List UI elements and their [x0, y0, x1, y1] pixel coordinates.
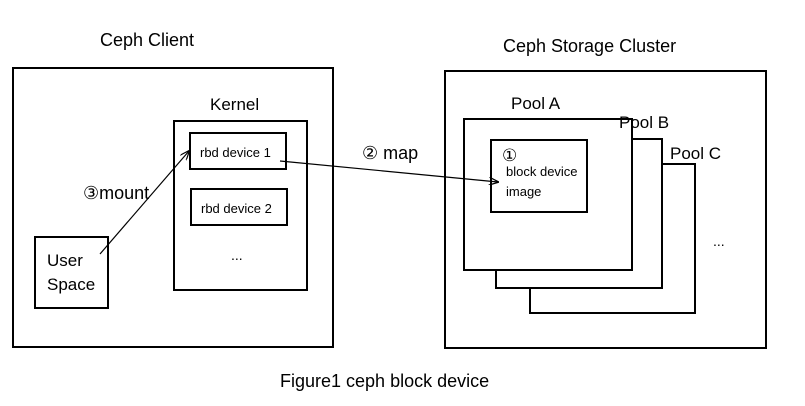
user-space-line2: Space: [47, 275, 96, 294]
step-mount-label: ③mount: [83, 183, 150, 203]
kernel-more-ellipsis: ...: [231, 247, 243, 263]
cluster-more-ellipsis: ...: [713, 233, 725, 249]
pool-b-label: Pool B: [619, 113, 670, 132]
step-map-label: ② map: [362, 143, 419, 163]
user-space-line1: User: [47, 251, 83, 270]
rbd-device-2-box: rbd device 2: [190, 188, 288, 226]
block-device-image-line2: image: [506, 184, 542, 199]
rbd-device-2-label: rbd device 2: [201, 201, 272, 216]
rbd-device-1-label: rbd device 1: [200, 145, 271, 160]
rbd-device-1-box: rbd device 1: [189, 132, 287, 170]
pool-c-label: Pool C: [670, 144, 722, 163]
kernel-title: Kernel: [210, 95, 260, 114]
block-device-image-box: ① block device image: [490, 139, 588, 213]
step-create-marker: ①: [502, 146, 518, 165]
block-device-image-line1: block device: [506, 164, 578, 179]
user-space-box: User Space: [34, 236, 109, 309]
ceph-storage-cluster-title: Ceph Storage Cluster: [503, 36, 677, 56]
ceph-client-title: Ceph Client: [100, 30, 195, 50]
figure-caption: Figure1 ceph block device: [280, 371, 490, 391]
pool-a-label: Pool A: [511, 94, 561, 113]
